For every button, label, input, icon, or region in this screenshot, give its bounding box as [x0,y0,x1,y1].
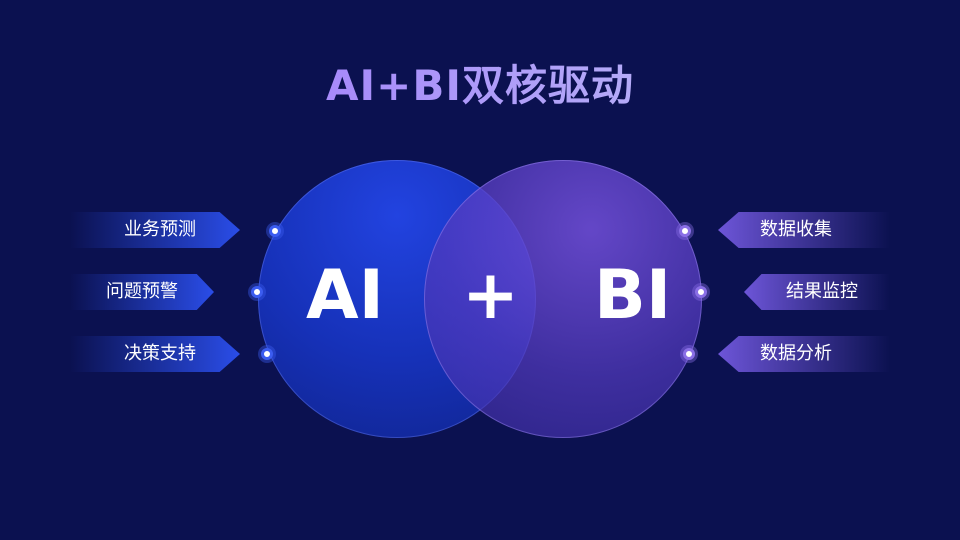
connector-dot [251,286,263,298]
bi-label: BI [594,256,672,335]
connector-dot [683,348,695,360]
connector-dot [261,348,273,360]
left-tag-3: 决策支持 [70,336,240,372]
left-tag-1: 业务预测 [70,212,240,248]
right-tag-3: 数据分析 [718,336,890,372]
left-tag-2-label: 问题预警 [106,281,178,302]
bi-circle [424,160,702,438]
left-tag-3-label: 决策支持 [124,343,196,364]
right-tag-2: 结果监控 [744,274,890,310]
connector-dot [679,225,691,237]
plus-label: + [462,256,519,335]
connector-dot [695,286,707,298]
ai-label: AI [306,256,384,335]
right-tag-3-label: 数据分析 [760,343,832,364]
left-tag-1-label: 业务预测 [124,219,196,240]
left-tag-2: 问题预警 [70,274,214,310]
right-tag-2-label: 结果监控 [786,281,858,302]
connector-dot [269,225,281,237]
right-tag-1-label: 数据收集 [760,219,832,240]
right-tag-1: 数据收集 [718,212,890,248]
page-title: AI+BI双核驱动 [0,52,960,113]
